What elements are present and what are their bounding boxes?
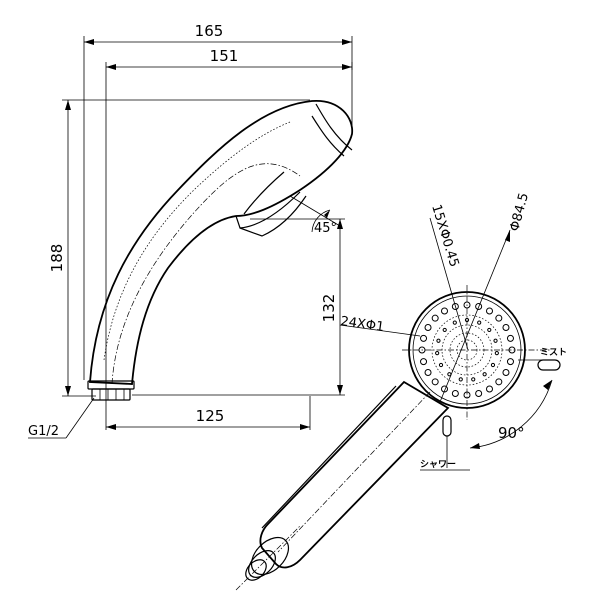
- dimension-188: 188: [48, 100, 71, 396]
- outer-nozzle: [424, 324, 432, 331]
- fine-nozzle: [436, 338, 441, 343]
- outer-nozzle: [495, 314, 503, 322]
- outer-nozzle: [502, 324, 510, 331]
- outer-nozzle: [451, 389, 459, 397]
- shower-side-profile: [87, 100, 353, 401]
- outer-nozzle: [475, 389, 483, 397]
- shower-label: シャワー: [420, 459, 456, 470]
- fine-nozzle: [442, 327, 447, 333]
- outer-nozzle: [486, 385, 493, 393]
- outer-nozzle: [486, 307, 493, 315]
- outer-nozzle-label: 24XΦ1: [339, 314, 385, 335]
- face-leaders: 15XΦ0.45 Φ84.5 24XΦ1 ミスト シャワー 90°: [339, 191, 567, 471]
- thread-callout: G1/2: [28, 397, 95, 439]
- fine-nozzle: [471, 377, 476, 382]
- outer-nozzle: [506, 334, 514, 342]
- fine-nozzle: [452, 320, 457, 325]
- side-view: 165 151 188 132 125: [28, 22, 353, 439]
- dimension-165: 165: [84, 22, 352, 45]
- fine-nozzle: [438, 362, 444, 368]
- outer-nozzle: [424, 369, 432, 376]
- outer-nozzle: [506, 358, 514, 366]
- outer-nozzle: [431, 314, 439, 322]
- spray-face: [402, 285, 550, 420]
- outer-nozzle: [502, 369, 510, 376]
- outer-nozzle: [495, 378, 503, 386]
- fine-nozzle: [494, 351, 499, 356]
- thread-label: G1/2: [28, 424, 59, 439]
- inner-nozzle-ring: [435, 317, 499, 382]
- dim-151-label: 151: [210, 47, 239, 65]
- mist-label: ミスト: [540, 347, 567, 358]
- dim-165-label: 165: [195, 22, 224, 40]
- fine-nozzle-label: 15XΦ0.45: [428, 203, 461, 269]
- diameter-label: Φ84.5: [507, 191, 532, 233]
- fine-nozzle: [477, 320, 482, 325]
- outer-nozzle: [451, 303, 459, 311]
- fine-nozzle: [458, 377, 463, 382]
- dimension-45-degree: 45°: [289, 195, 341, 236]
- face-view: 15XΦ0.45 Φ84.5 24XΦ1 ミスト シャワー 90°: [235, 191, 567, 591]
- fine-nozzle: [435, 351, 440, 356]
- dimension-151: 151: [106, 47, 352, 70]
- dimension-132: 132: [320, 219, 343, 395]
- outer-nozzle: [431, 378, 439, 386]
- dim-188-label: 188: [48, 244, 66, 273]
- dimension-125: 125: [106, 407, 310, 430]
- angle-45-label: 45°: [314, 221, 337, 236]
- outer-nozzle: [420, 334, 428, 342]
- outer-nozzle: [441, 307, 448, 315]
- outer-nozzle: [420, 358, 428, 366]
- switch-angle-label: 90°: [498, 424, 525, 442]
- outer-nozzle: [475, 303, 483, 311]
- fine-nozzle: [487, 327, 492, 333]
- fine-nozzle: [490, 362, 496, 368]
- dim-132-label: 132: [320, 294, 338, 323]
- dim-125-label: 125: [196, 407, 225, 425]
- fine-nozzle: [482, 372, 487, 377]
- fine-nozzle: [493, 338, 498, 343]
- handle-body: [235, 380, 450, 591]
